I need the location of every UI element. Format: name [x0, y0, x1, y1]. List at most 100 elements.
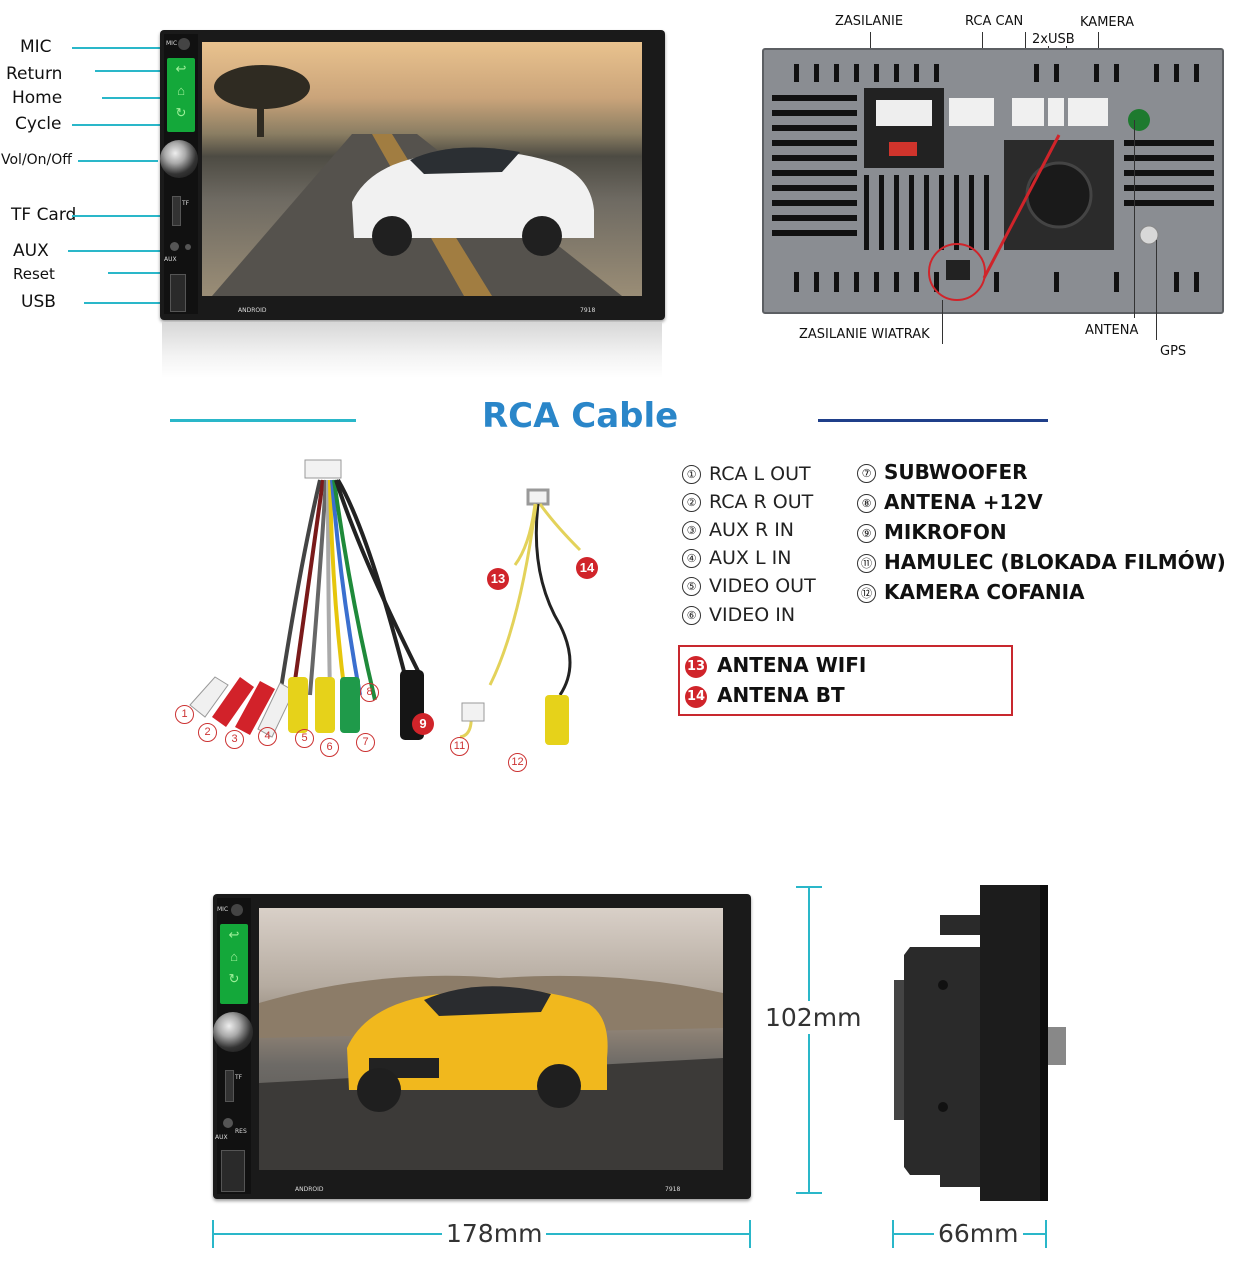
- cable-number-5: 5: [295, 729, 322, 748]
- cable-number-11: 11: [450, 737, 477, 756]
- cable-number-7: 7: [356, 733, 383, 752]
- screen: [202, 42, 642, 296]
- mic-hole-icon: [231, 904, 243, 916]
- return-icon[interactable]: ↩: [228, 927, 240, 942]
- vol-label: Vol/On/Off: [1, 152, 72, 168]
- usb-label: USB: [21, 292, 56, 312]
- leader-line: [108, 272, 185, 274]
- aux-jack-icon[interactable]: [223, 1118, 233, 1128]
- head-unit-side-view: [880, 885, 1090, 1205]
- reflection: [162, 322, 662, 378]
- leader-line: [84, 302, 176, 304]
- cable-number-3: 3: [225, 730, 252, 749]
- leader-line: [72, 47, 170, 49]
- dimension-tick: [749, 1220, 751, 1248]
- leader-line: [102, 97, 175, 99]
- cycle-label: Cycle: [15, 114, 62, 134]
- screen: [259, 908, 723, 1170]
- depth-dimension-label: 66mm: [934, 1219, 1023, 1248]
- cable-number-9: 9: [412, 713, 444, 735]
- brand-text: ANDROID: [295, 1186, 324, 1193]
- screen-scene-icon: [259, 975, 723, 1170]
- usb-port[interactable]: [221, 1150, 245, 1192]
- kamera-label: KAMERA: [1080, 15, 1135, 30]
- rca-title: RCA Cable: [482, 396, 679, 436]
- leader-line: [78, 160, 158, 162]
- tf-slot[interactable]: [225, 1070, 234, 1102]
- reset-label: Reset: [13, 265, 55, 283]
- usb-port[interactable]: [170, 274, 186, 312]
- screen-scene-icon: [212, 65, 622, 296]
- mic-hole-icon: [178, 38, 190, 50]
- leader-line: [68, 250, 174, 252]
- dimension-tick: [796, 886, 822, 888]
- tf-card-label: TF Card: [11, 205, 77, 225]
- dimension-tick: [892, 1220, 894, 1248]
- cable-number-4: 4: [258, 727, 285, 746]
- tf-text: TF: [182, 200, 190, 207]
- cable-harness-icon: [189, 459, 582, 745]
- rca-can-label: RCA CAN: [965, 14, 1024, 29]
- reset-hole-icon[interactable]: [185, 244, 191, 250]
- leader-line: [72, 215, 174, 217]
- cable-illustration: 1 2 3 4 5 6 7 8 9 11 12 13 14: [160, 455, 620, 785]
- home-label: Home: [12, 88, 63, 108]
- aux-jack-icon[interactable]: [170, 242, 179, 251]
- leader-line: [1156, 240, 1157, 340]
- gps-label: GPS: [1160, 344, 1187, 359]
- zasilanie-wiatrak-label: ZASILANIE WIATRAK: [799, 327, 930, 342]
- leader-line: [72, 124, 175, 126]
- mic-text: MIC: [217, 906, 229, 913]
- cable-number-2: 2: [198, 723, 225, 742]
- width-dimension-label: 178mm: [442, 1219, 547, 1248]
- home-icon[interactable]: ⌂: [230, 949, 238, 964]
- cable-number-6: 6: [320, 738, 347, 757]
- usb2-label: 2xUSB: [1032, 32, 1075, 47]
- brand-text: ANDROID: [238, 307, 267, 314]
- mic-text: MIC: [166, 40, 178, 47]
- mic-label: MIC: [20, 37, 52, 57]
- zasilanie-label: ZASILANIE: [835, 14, 904, 29]
- volume-knob[interactable]: [213, 1012, 253, 1052]
- return-icon[interactable]: ↩: [175, 61, 187, 76]
- home-icon[interactable]: ⌂: [177, 83, 185, 98]
- model-text: 7918: [580, 307, 596, 314]
- height-dimension-label: 102mm: [765, 1001, 862, 1034]
- res-text: RES: [235, 1128, 247, 1135]
- back-chassis: [762, 48, 1224, 314]
- antena-label: ANTENA: [1085, 323, 1139, 338]
- dimension-tick: [1045, 1220, 1047, 1248]
- return-label: Return: [6, 64, 63, 84]
- cable-number-1: 1: [175, 705, 202, 724]
- tf-text: TF: [235, 1074, 243, 1081]
- volume-knob[interactable]: [160, 140, 198, 178]
- green-buttons: ↩ ⌂ ↻: [167, 58, 195, 132]
- tf-slot[interactable]: [172, 196, 181, 226]
- leader-line: [942, 300, 943, 344]
- cycle-icon[interactable]: ↻: [228, 971, 240, 986]
- title-rule-left: [170, 419, 356, 422]
- dimension-tick: [796, 1192, 822, 1194]
- leader-line: [95, 70, 175, 72]
- head-unit-front: MIC ↩ ⌂ ↻ TF AUX ANDROID 7918: [160, 30, 665, 320]
- cable-number-14: 14: [576, 557, 608, 579]
- cycle-icon[interactable]: ↻: [175, 105, 187, 120]
- cable-number-13: 13: [487, 568, 519, 590]
- model-text: 7918: [665, 1186, 681, 1193]
- leader-line: [1134, 120, 1135, 318]
- aux-label: AUX: [13, 241, 49, 261]
